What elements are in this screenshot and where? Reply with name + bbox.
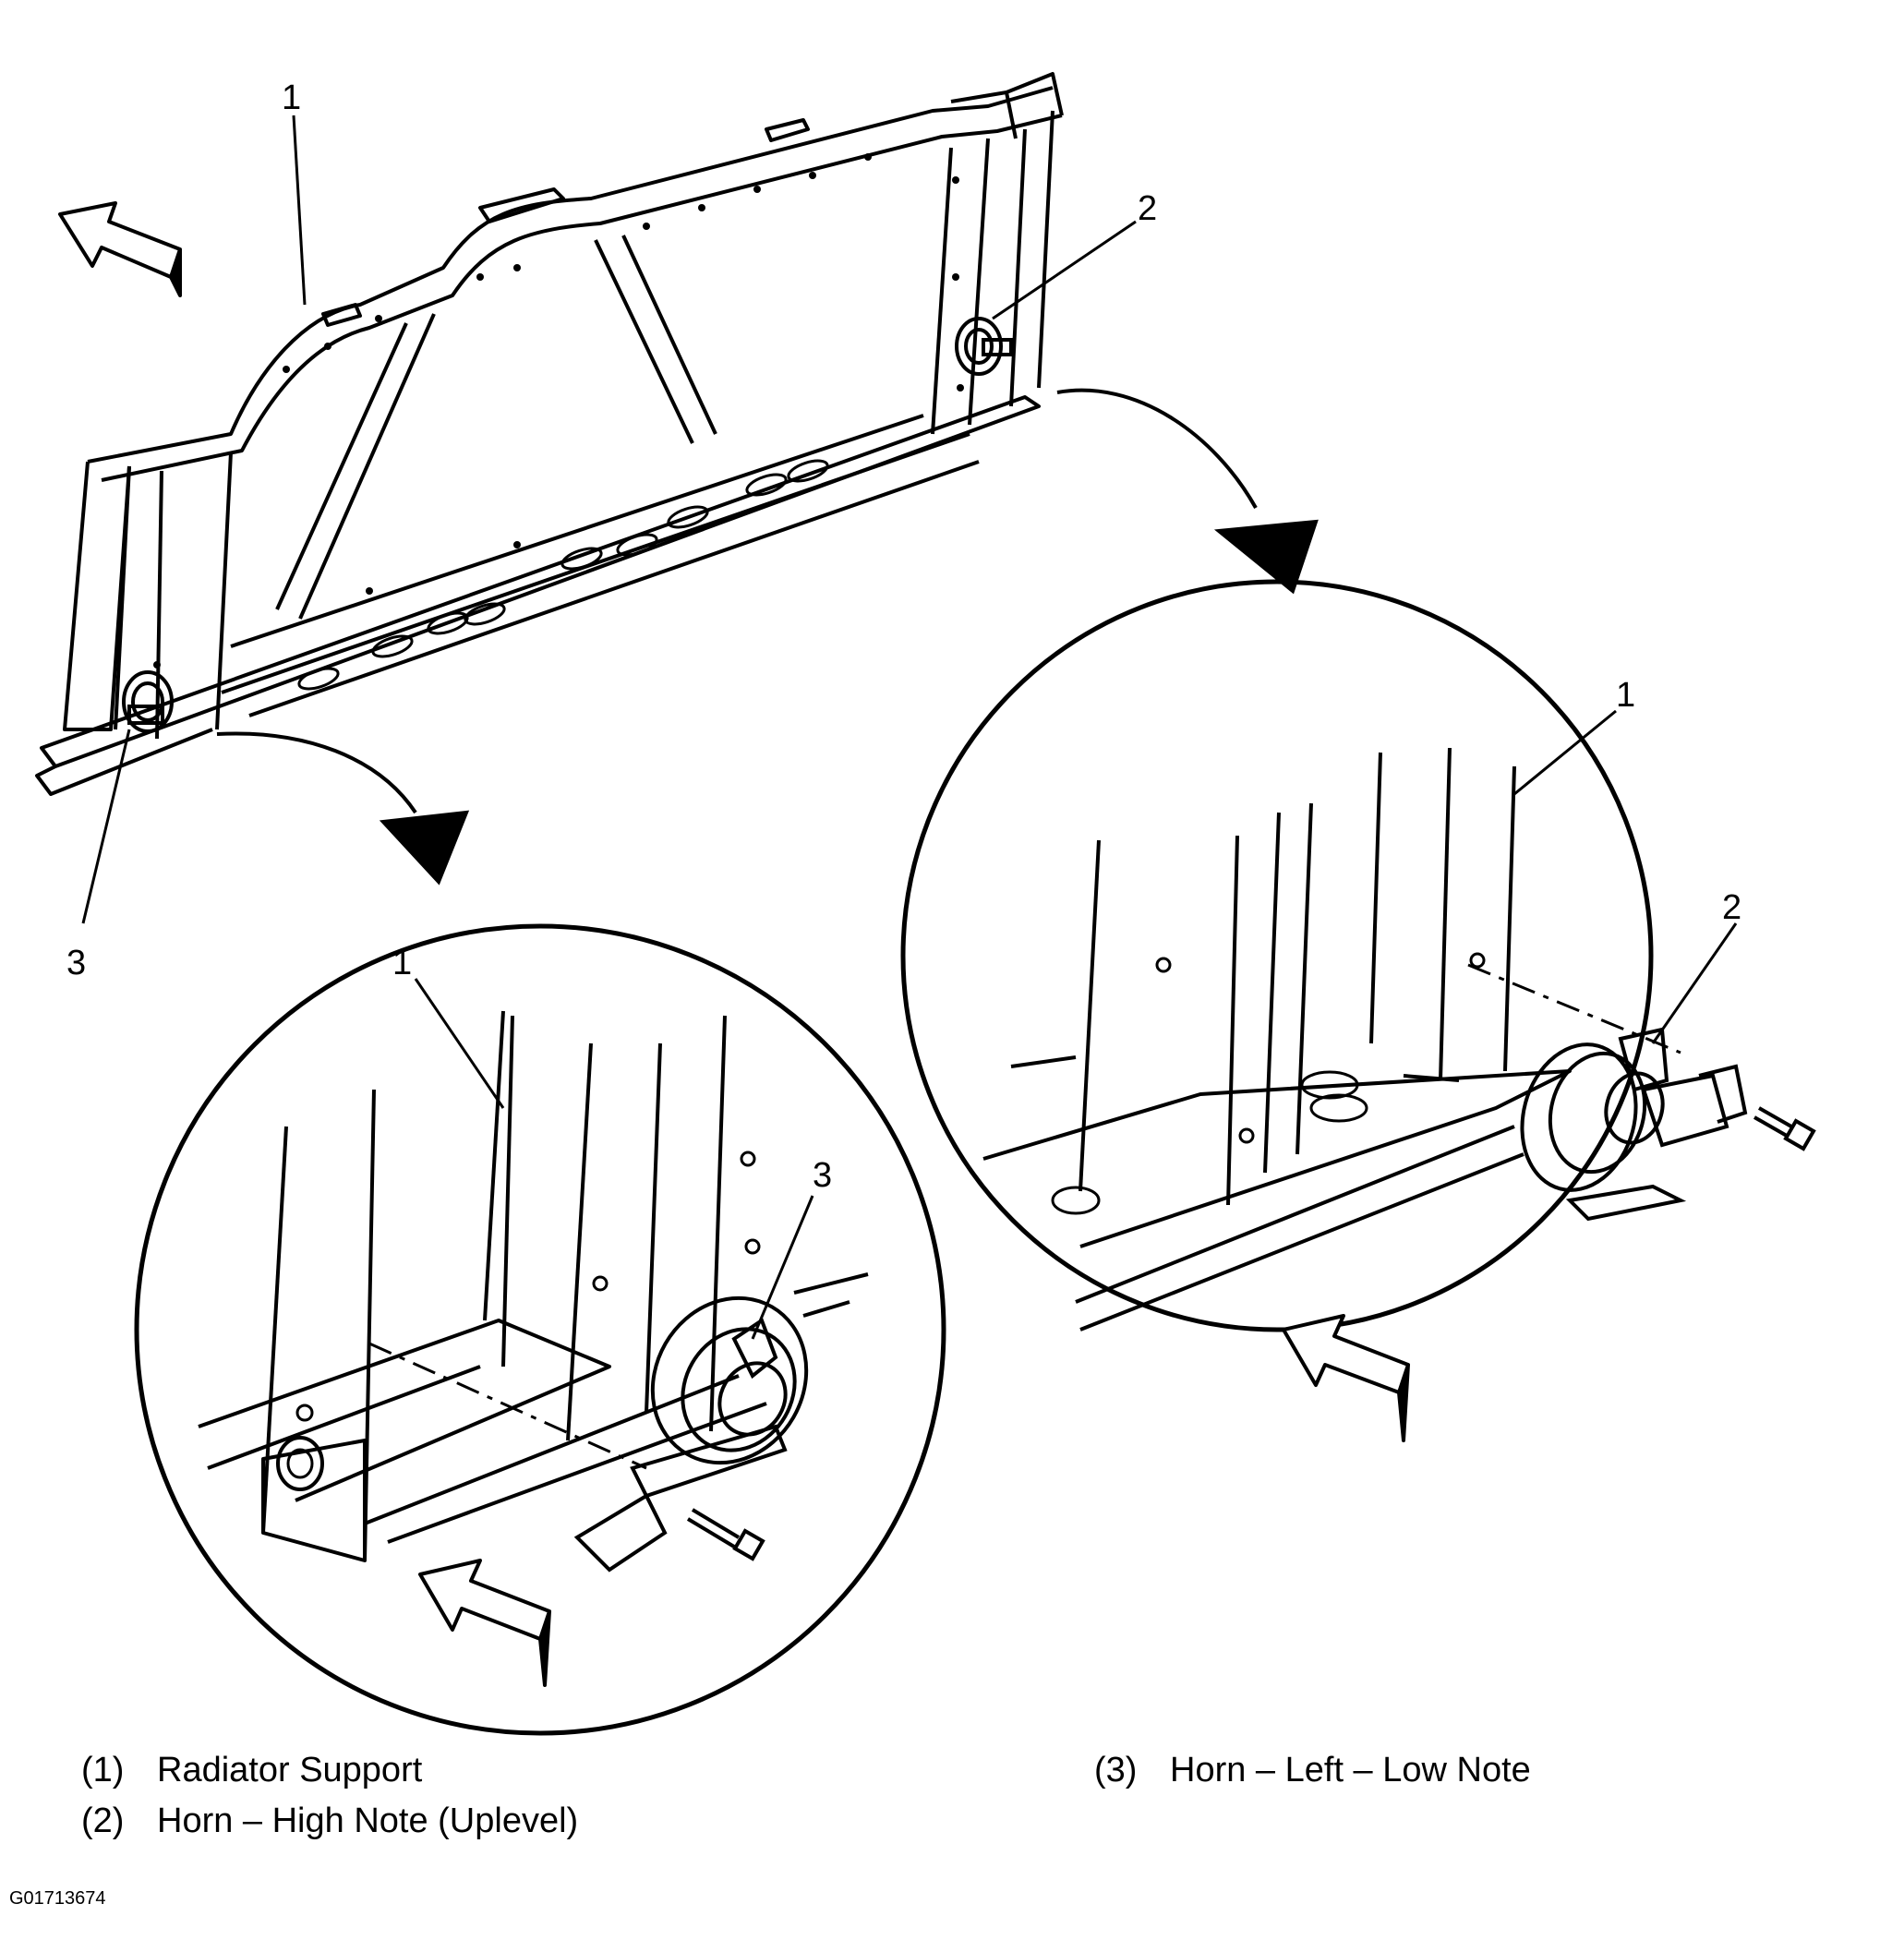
- leader-detail-left-1: [414, 978, 505, 1109]
- leader-detail-left-3: [751, 1195, 814, 1340]
- callout-main-1: 1: [282, 78, 301, 117]
- figure-id: G01713674: [9, 1888, 106, 1909]
- legend-number: (1): [81, 1751, 125, 1789]
- legend-item-1: (1) Radiator Support: [81, 1750, 422, 1790]
- forward-arrow-left-detail: [418, 1559, 551, 1687]
- callout-detail-left-1: 1: [392, 944, 412, 982]
- main-horn-low-note: [122, 670, 174, 733]
- callout-main-2: 2: [1138, 189, 1157, 228]
- detail-horn-low-note: [573, 1295, 809, 1572]
- leader-main-3: [81, 729, 131, 924]
- main-horn-high-note: [955, 317, 1013, 376]
- leader-main-2: [992, 220, 1137, 320]
- legend-number: (3): [1094, 1751, 1138, 1789]
- pointer-arrow-left: [216, 731, 470, 886]
- rail-slots: [297, 459, 829, 691]
- detail-view-left: [134, 923, 946, 1736]
- legend-label: Radiator Support: [157, 1751, 423, 1789]
- detail-view-right: [900, 579, 1816, 1442]
- detail-horn-high-note: [1520, 1027, 1748, 1222]
- detail-left-bolt: [686, 1508, 765, 1561]
- legend-label: Horn – Left – Low Note: [1170, 1751, 1531, 1789]
- pointer-arrow-right: [1056, 388, 1319, 595]
- callout-detail-right-1: 1: [1616, 676, 1635, 715]
- detail-right-bolt: [1753, 1106, 1816, 1151]
- callout-main-3: 3: [66, 944, 86, 982]
- forward-arrow-top: [58, 201, 182, 297]
- legend-number: (2): [81, 1801, 125, 1840]
- leader-detail-right-2: [1651, 922, 1738, 1044]
- callout-detail-right-2: 2: [1722, 888, 1741, 927]
- legend-item-3: (3) Horn – Left – Low Note: [1094, 1750, 1531, 1790]
- forward-arrow-right-detail: [1282, 1314, 1410, 1442]
- legend-label: Horn – High Note (Uplevel): [157, 1801, 579, 1840]
- leader-lines: [81, 114, 1738, 1340]
- legend-item-2: (2) Horn – High Note (Uplevel): [81, 1801, 578, 1841]
- callout-detail-left-3: 3: [813, 1156, 832, 1195]
- beam-holes: [153, 153, 964, 669]
- leader-detail-right-1: [1513, 709, 1617, 796]
- leader-main-1: [292, 114, 307, 306]
- radiator-support-frame: [35, 72, 1064, 796]
